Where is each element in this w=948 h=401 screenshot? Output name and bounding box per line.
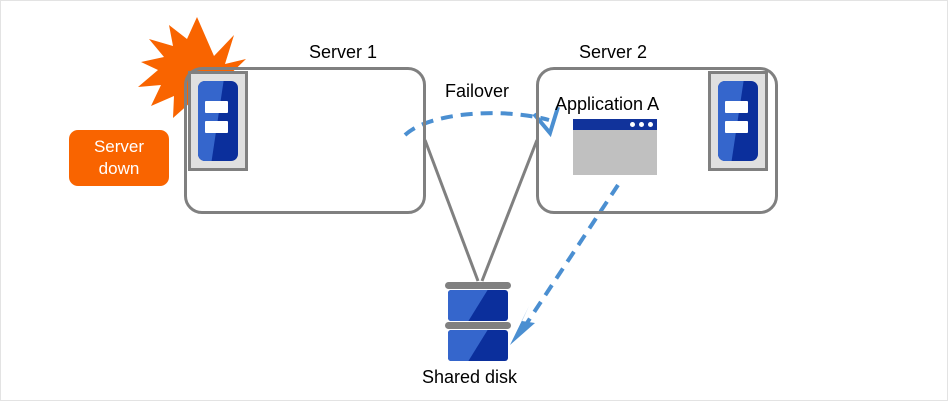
window-dot-icon (648, 122, 653, 127)
server-slot-bar (204, 101, 228, 113)
server-slot-bar (204, 121, 228, 133)
server2-title: Server 2 (579, 42, 648, 62)
shared-disk-icon (445, 282, 511, 361)
application-to-disk-arrowhead (510, 306, 535, 345)
application-label: Application A (555, 94, 660, 114)
disk-platter (448, 290, 508, 321)
server-down-badge-line2: down (98, 159, 140, 178)
failover-arrow (403, 111, 550, 137)
shared-disk-label: Shared disk (422, 367, 518, 387)
server2-box (536, 67, 778, 214)
server-chassis (198, 81, 238, 161)
connector-server2-to-disk (480, 139, 539, 282)
server1-title: Server 1 (309, 42, 378, 62)
server-chassis (718, 81, 758, 161)
application-window-icon (573, 119, 657, 175)
failover-label: Failover (445, 81, 510, 101)
connector-server1-to-disk (423, 139, 480, 282)
server-icon (188, 71, 248, 171)
server-down-badge: Server down (69, 130, 169, 186)
server-down-badge-line1: Server (93, 137, 145, 157)
window-titlebar (573, 119, 657, 130)
server1-box (184, 67, 426, 214)
disk-separator-bar (445, 322, 511, 329)
server-icon (708, 71, 768, 171)
window-dot-icon (630, 122, 635, 127)
server-slot-bar (724, 101, 748, 113)
disk-separator-bar (445, 282, 511, 289)
server-slot-bar (724, 121, 748, 133)
disk-platter (448, 330, 508, 361)
window-dot-icon (639, 122, 644, 127)
